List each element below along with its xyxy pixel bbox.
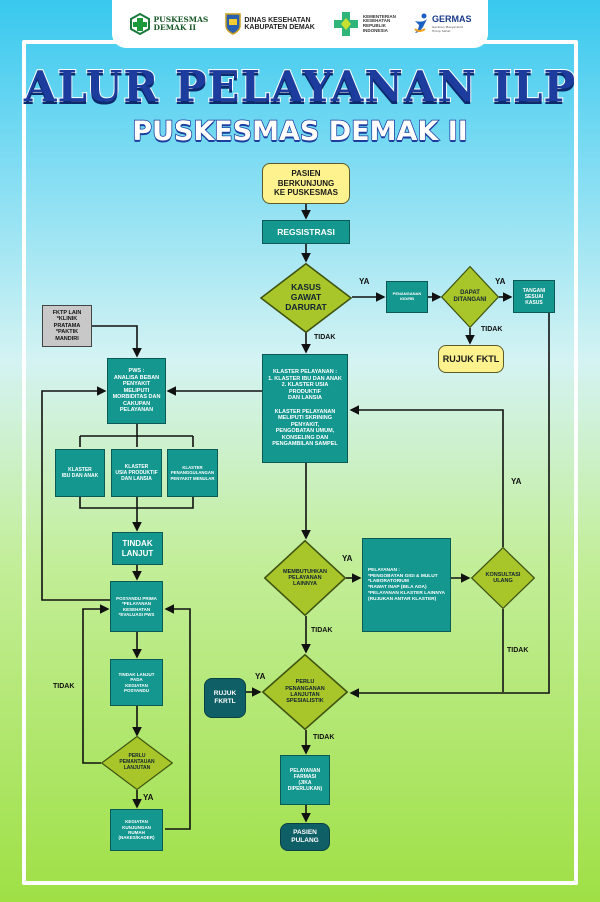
kemenkes-logo-text: KEMENTERIAN KESEHATAN REPUBLIK INDONESIA — [362, 13, 396, 33]
page-subtitle: PUSKESMAS DEMAK II — [131, 115, 468, 148]
node-pasien-pulang: PASIEN PULANG — [280, 823, 330, 851]
dinkes-logo-text: DINAS KESEHATAN KABUPATEN DEMAK — [244, 16, 315, 31]
connector — [82, 604, 110, 764]
connector — [79, 497, 194, 530]
logo-dinkes: DINAS KESEHATAN KABUPATEN DEMAK — [225, 13, 315, 35]
connector — [41, 386, 110, 601]
label-ya: YA — [255, 672, 266, 681]
decision-label: KASUS GAWAT DARURAT — [285, 282, 327, 312]
demak-shield-icon — [225, 13, 242, 35]
node-klaster-pelayanan: KLASTER PELAYANAN : 1. KLASTER IBU DAN A… — [262, 354, 348, 463]
label-ya: YA — [511, 477, 522, 486]
puskesmas-cross-icon — [129, 13, 150, 35]
puskesmas-logo-text: PUSKESMAS DEMAK II — [153, 15, 209, 32]
node-registrasi: REGSISTRASI — [262, 220, 350, 244]
decision-label: PERLU PENANGANAN LANJUTAN SPESIALISTIK — [285, 679, 325, 705]
connector — [164, 604, 191, 830]
germas-logo-subtext: Gerakan Masyarakat Hidup Sehat — [431, 24, 463, 33]
node-pelayanan-farmasi: PELAYANAN FARMASI (JIKA DIPERLUKAN) — [280, 755, 330, 805]
node-pws: PWS : ANALISA BEBAN PENYAKIT MELIPUTI MO… — [107, 358, 166, 424]
decision-dapat-ditangani: DAPAT DITANGANI — [441, 266, 499, 328]
logo-germas: GERMAS Gerakan Masyarakat Hidup Sehat — [413, 13, 472, 35]
connector — [79, 424, 194, 447]
label-tidak: TIDAK — [53, 683, 75, 690]
decision-pemantauan-lanjutan: PERLU PEMANTAUAN LANJUTAN — [101, 736, 173, 790]
label-ya: YA — [143, 793, 154, 802]
logo-puskesmas: PUSKESMAS DEMAK II — [129, 13, 209, 35]
node-tindak-lanjut-posyandu: TINDAK LANJUT PADA KEGIATAN POSYANDU — [110, 659, 163, 706]
label-ya: YA — [359, 277, 370, 286]
node-tindak-lanjut: TINDAK LANJUT — [112, 532, 163, 565]
label-tidak: TIDAK — [314, 334, 336, 341]
label-tidak: TIDAK — [507, 647, 529, 654]
label-tidak: TIDAK — [313, 734, 335, 741]
node-pasien-berkunjung: PASIEN BERKUNJUNG KE PUSKESMAS — [262, 163, 350, 204]
node-rujuk-fkrtl: RUJUK FKRTL — [204, 678, 246, 718]
decision-konsultasi-ulang: KONSULTASI ULANG — [471, 547, 535, 609]
node-kunjungan-rumah: KEGIATAN KUNJUNGAN RUMAH (NAKES/KADER) — [110, 809, 163, 851]
label-ya: YA — [495, 277, 506, 286]
node-klaster-penyakit-menular: KLASTER PENANGGULANGAN PENYAKIT MENULAR — [167, 449, 218, 497]
node-fktp-lain: FKTP LAIN *KLINIK PRATAMA *PAKTIK MANDIR… — [42, 305, 92, 347]
label-tidak: TIDAK — [481, 326, 503, 333]
node-tangani-sesuai-kasus: TANGANI SESUAI KASUS — [513, 280, 555, 313]
decision-penanganan-spesialistik: PERLU PENANGANAN LANJUTAN SPESIALISTIK — [262, 654, 348, 730]
connector — [349, 313, 550, 698]
node-posyandu-prima: POSYANDU PRIMA *PELAYANAN KESEHATAN *EVA… — [110, 581, 163, 632]
node-klaster-usia-produktif: KLASTER USIA PRODUKTIF DAN LANSIA — [111, 449, 162, 497]
label-ya: YA — [342, 554, 353, 563]
node-rujuk-fktl: RUJUK FKTL — [438, 345, 504, 373]
logo-header: PUSKESMAS DEMAK II DINAS KESEHATAN KABUP… — [112, 0, 488, 48]
germas-logo-text: GERMAS — [431, 14, 472, 25]
node-pelayanan-lainnya: PELAYANAN : *PENGOBATAN GIGI & MULUT *LA… — [362, 538, 451, 632]
node-klaster-ibu-anak: KLASTER IBU DAN ANAK — [55, 449, 105, 497]
connector — [92, 325, 142, 358]
kemenkes-icon — [333, 12, 358, 36]
decision-label: DAPAT DITANGANI — [453, 290, 487, 303]
decision-membutuhkan-pelayanan: MEMBUTUHKAN PELAYANAN LAINNYA — [264, 540, 346, 616]
decision-gawat-darurat: KASUS GAWAT DARURAT — [260, 263, 352, 333]
page-title: ALUR PELAYANAN ILP — [23, 61, 577, 112]
germas-figure-icon — [414, 13, 427, 33]
connector — [349, 405, 504, 547]
decision-label: MEMBUTUHKAN PELAYANAN LAINNYA — [283, 568, 327, 588]
label-tidak: TIDAK — [311, 627, 333, 634]
node-penanganan-igd: PENANGANAN IGD/RB — [386, 281, 428, 313]
decision-label: PERLU PEMANTAUAN LANJUTAN — [119, 753, 155, 771]
decision-label: KONSULTASI ULANG — [485, 571, 521, 584]
logo-kemenkes: KEMENTERIAN KESEHATAN REPUBLIK INDONESIA — [332, 10, 396, 38]
